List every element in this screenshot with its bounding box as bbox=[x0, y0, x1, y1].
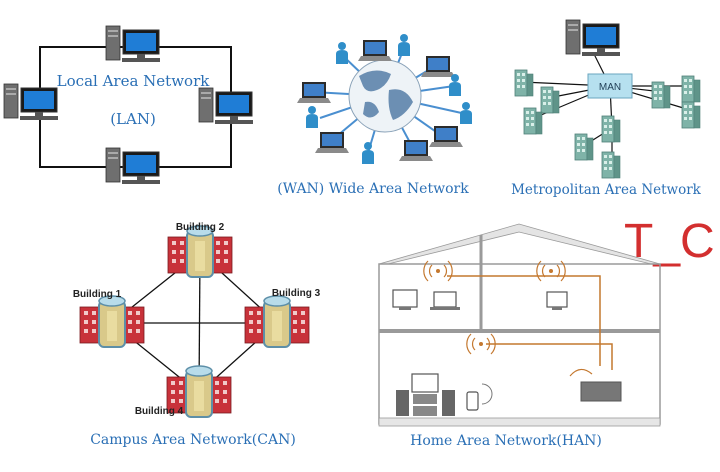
building-label: Building 4 bbox=[135, 406, 184, 417]
person-icon bbox=[362, 142, 374, 164]
tv-stereo-icon bbox=[396, 373, 455, 416]
person-icon bbox=[306, 106, 318, 128]
desktop-computer-icon bbox=[392, 289, 418, 310]
office-building-icon bbox=[523, 107, 543, 135]
han-panel: Home Area Network(HAN) bbox=[378, 223, 661, 449]
man-hub-label: MAN bbox=[599, 82, 621, 93]
campus-building-icon bbox=[244, 295, 310, 348]
han-links bbox=[447, 275, 613, 370]
desktop-computer-icon bbox=[105, 25, 161, 63]
laptop-icon bbox=[429, 126, 463, 147]
person-icon bbox=[460, 102, 472, 124]
laptop-icon bbox=[399, 140, 433, 161]
desktop-computer-icon bbox=[565, 19, 621, 57]
office-building-icon bbox=[681, 101, 701, 129]
globe-icon bbox=[348, 59, 422, 133]
house-icon bbox=[378, 223, 661, 427]
router-icon bbox=[569, 368, 622, 402]
laptop-icon bbox=[430, 291, 460, 310]
can-panel: Building 1 Building 2 Building 3 Buildin… bbox=[73, 222, 321, 448]
laptop-icon bbox=[358, 40, 392, 61]
phone-icon bbox=[466, 383, 493, 411]
laptop-icon bbox=[297, 82, 331, 103]
can-label: Campus Area Network(CAN) bbox=[90, 432, 296, 448]
person-icon bbox=[336, 42, 348, 64]
building-label: Building 3 bbox=[272, 288, 321, 299]
person-icon bbox=[449, 74, 461, 96]
desktop-computer-icon bbox=[198, 87, 254, 125]
office-building-icon bbox=[601, 151, 621, 179]
wan-panel: (WAN) Wide Area Network bbox=[277, 34, 472, 197]
office-building-icon bbox=[651, 81, 671, 109]
person-icon bbox=[398, 34, 410, 56]
han-label: Home Area Network(HAN) bbox=[410, 433, 602, 449]
laptop-icon bbox=[421, 56, 455, 77]
desktop-computer-icon bbox=[3, 83, 59, 121]
lan-label-line2: (LAN) bbox=[110, 110, 156, 128]
wan-label: (WAN) Wide Area Network bbox=[277, 181, 469, 197]
campus-building-icon bbox=[167, 225, 233, 278]
building-label: Building 1 bbox=[73, 289, 122, 300]
laptop-icon bbox=[315, 132, 349, 153]
man-hub bbox=[587, 73, 633, 99]
office-building-icon bbox=[601, 115, 621, 143]
office-building-icon bbox=[514, 69, 534, 97]
office-building-icon bbox=[681, 75, 701, 103]
lan-label-line1: Local Area Network bbox=[57, 72, 211, 90]
lan-panel: Local Area Network (LAN) bbox=[3, 25, 254, 185]
building-label: Building 2 bbox=[176, 222, 225, 233]
man-panel: MAN Metropolitan Area Network bbox=[511, 19, 702, 198]
office-building-icon bbox=[574, 133, 594, 161]
office-building-icon bbox=[540, 86, 560, 114]
desktop-computer-icon bbox=[105, 147, 161, 185]
desktop-computer-icon bbox=[546, 291, 568, 310]
man-label: Metropolitan Area Network bbox=[511, 182, 702, 198]
campus-building-icon bbox=[79, 295, 145, 348]
